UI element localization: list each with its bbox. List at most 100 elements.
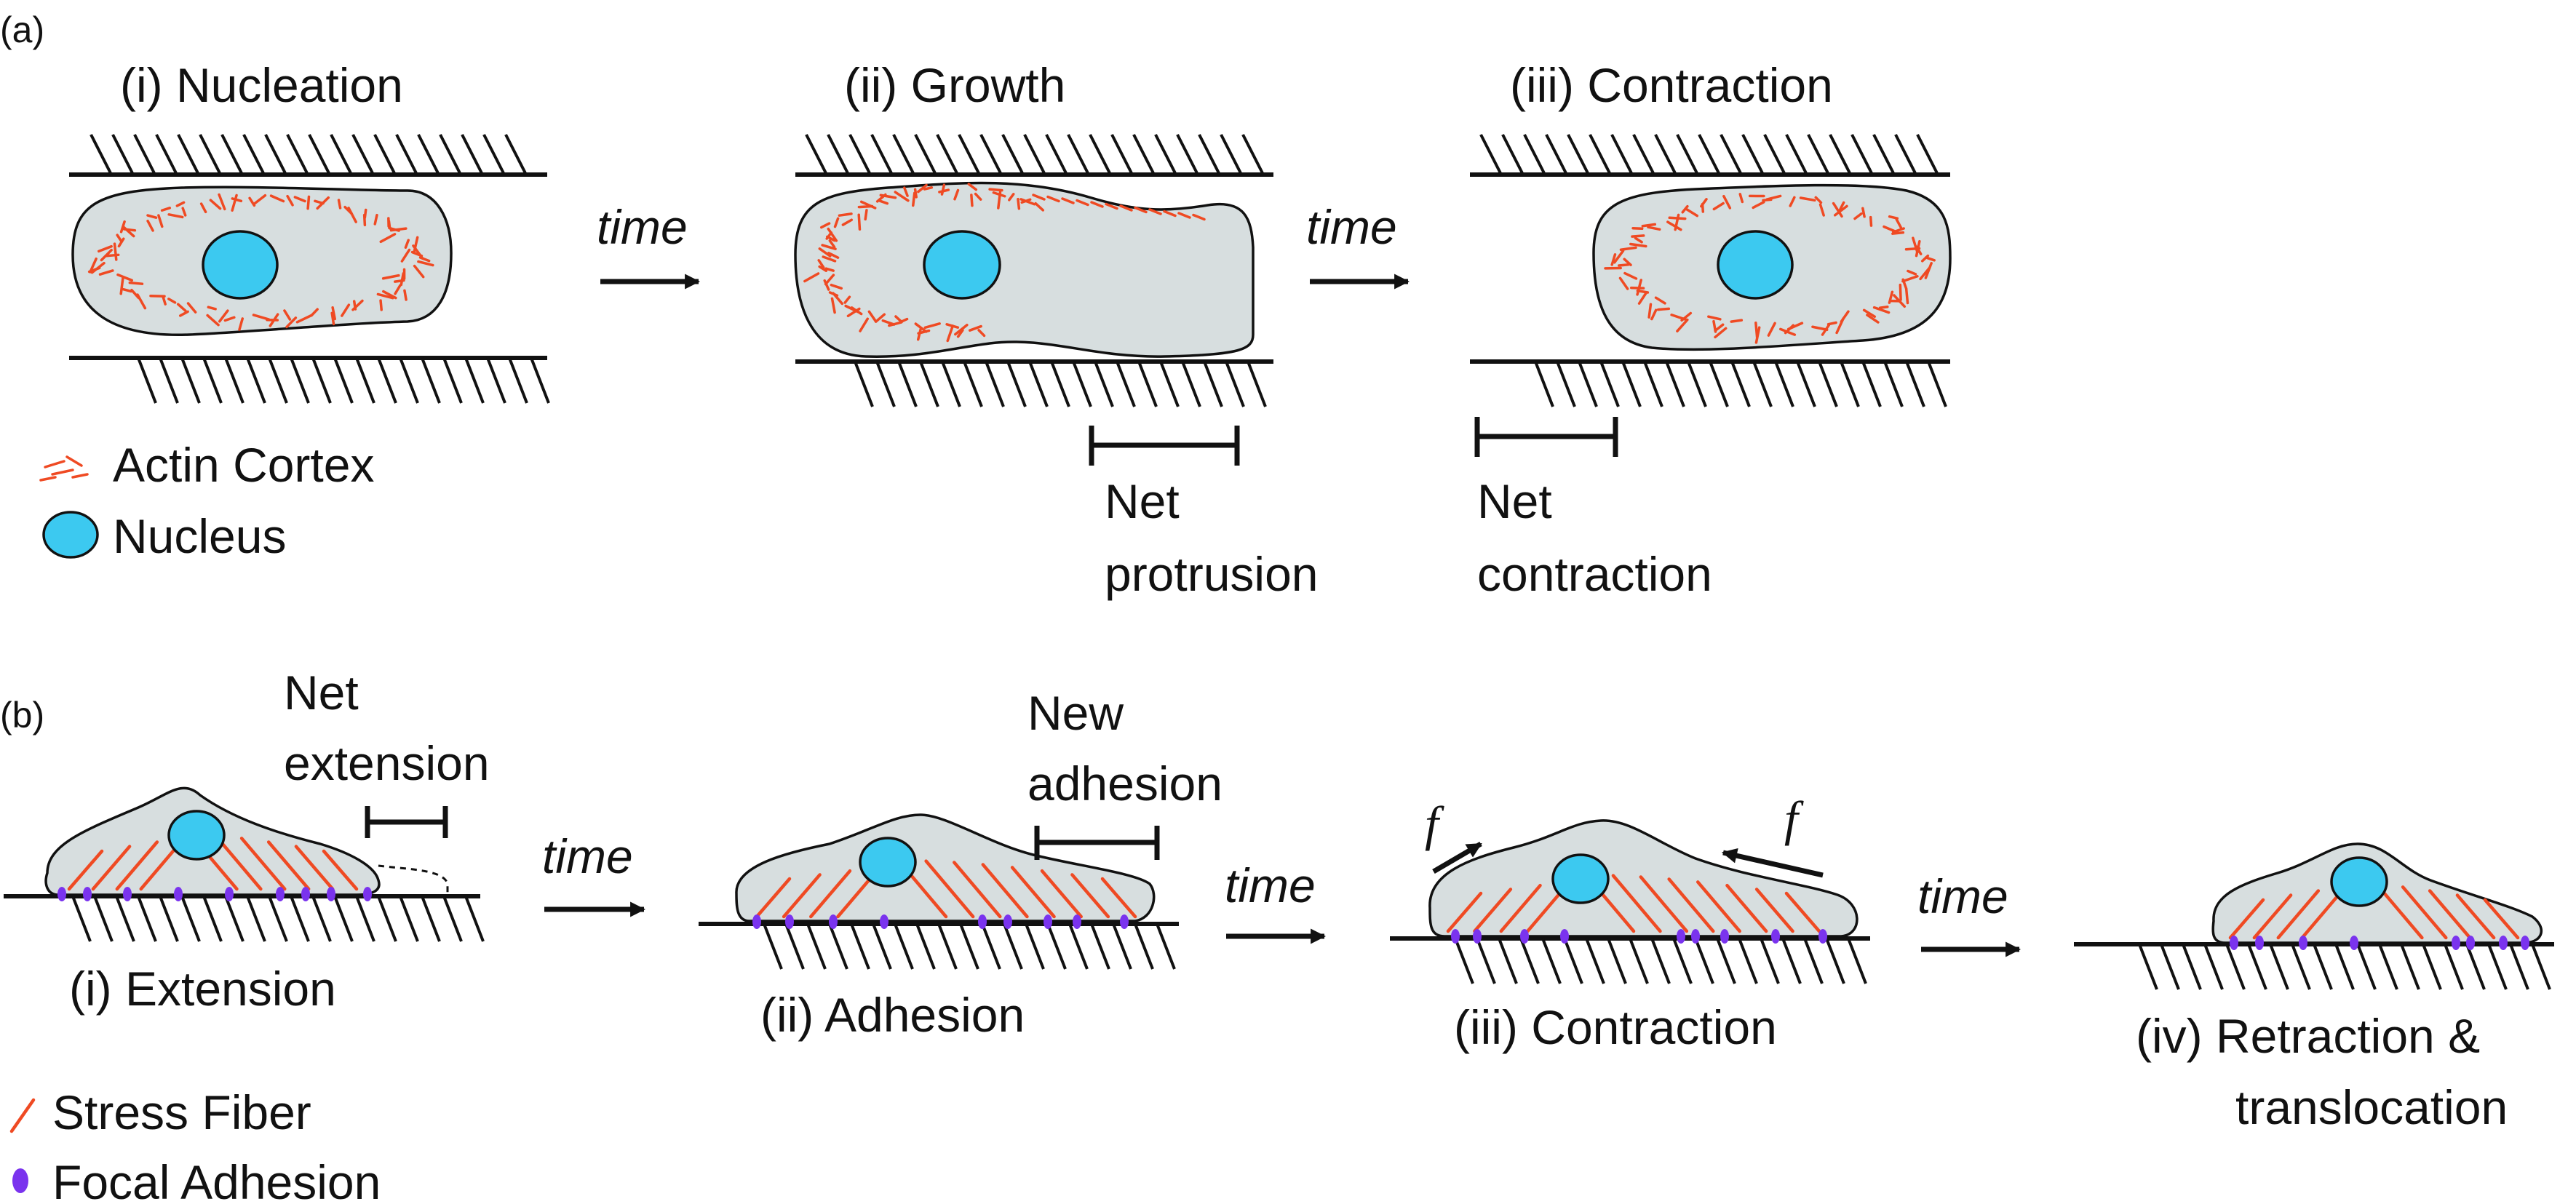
stress-fiber [1070, 873, 1110, 919]
hatch-mark [2531, 944, 2551, 990]
actin-filament [1637, 292, 1647, 305]
actin-filament [1779, 327, 1797, 336]
hatch-mark [1760, 938, 1780, 984]
hatch-mark [155, 134, 178, 175]
focal-adhesion [2299, 936, 2307, 950]
hatch-mark [1534, 361, 1554, 407]
actin-cortex-filaments [87, 183, 1936, 344]
actin-filament [1861, 207, 1866, 218]
hatch-mark [180, 357, 201, 404]
actin-filament [857, 204, 874, 209]
actin-filament [1148, 208, 1162, 215]
focal-adhesion [1560, 929, 1569, 944]
actin-filament [917, 183, 928, 194]
hatch-mark [1110, 134, 1134, 175]
actin-filament [940, 183, 946, 196]
hatch-mark [202, 896, 223, 942]
hatch-mark [377, 357, 397, 404]
hatch-mark [333, 896, 354, 942]
hatch-mark [1068, 923, 1089, 970]
hatch-mark [268, 896, 288, 942]
actin-filament [1853, 212, 1863, 220]
actin-filament [1904, 287, 1909, 305]
actin-filament [1888, 215, 1899, 220]
cell-adhesion [735, 813, 1156, 922]
stage-b4-title-1: (iv) Retraction & [2136, 1009, 2480, 1063]
actin-filament [1641, 223, 1657, 228]
hatch-mark [848, 134, 872, 175]
actin-filament [393, 279, 405, 283]
hatch-mark [1825, 938, 1845, 984]
actin-filament [1765, 194, 1782, 201]
actin-filament [146, 214, 158, 219]
hatch-mark [399, 357, 419, 404]
hatch-mark [2225, 944, 2246, 990]
hatch-mark [1025, 923, 1045, 970]
hatch-mark [763, 923, 783, 970]
stress-fiber [1040, 869, 1083, 919]
actin-filament [1666, 220, 1682, 231]
hatch-mark [2356, 944, 2377, 990]
stage-a1-title: (i) Nucleation [120, 58, 403, 112]
focal-adhesion [785, 914, 794, 929]
actin-filament [1613, 250, 1625, 264]
actin-filament [1105, 202, 1118, 210]
hatch-mark [806, 923, 827, 970]
hatch-mark [421, 357, 441, 404]
actin-filament [1623, 271, 1638, 280]
actin-filament [828, 291, 839, 297]
hatch-mark [1028, 361, 1049, 407]
legend-actin-label: Actin Cortex [113, 438, 374, 492]
actin-filament [1670, 313, 1688, 322]
net-extension-label-1: Net [284, 666, 359, 719]
hatch-mark [1045, 134, 1068, 175]
net-protrusion-label-1: Net [1105, 474, 1180, 528]
hatch-mark [2334, 944, 2355, 990]
hatch-mark [1796, 361, 1816, 407]
stress-fiber [1499, 883, 1542, 933]
actin-filament [130, 288, 140, 300]
actin-filament [1076, 199, 1089, 207]
hatch-mark [1665, 361, 1685, 407]
actin-filament [830, 297, 836, 314]
hatch-mark [1905, 361, 1925, 407]
actin-filament [1838, 201, 1845, 212]
actin-filament [841, 218, 854, 226]
hatch-mark [1567, 134, 1590, 175]
actin-filament [306, 195, 311, 210]
hatch-mark [2247, 944, 2267, 990]
hatch-mark [1116, 361, 1136, 407]
focal-adhesion [1473, 929, 1482, 944]
actin-filament [1192, 213, 1206, 221]
actin-filament [867, 310, 878, 323]
hatch-mark [486, 357, 506, 404]
actin-filament [119, 277, 124, 295]
actin-filament [381, 274, 400, 280]
actin-filament [400, 248, 411, 263]
actin-filament [820, 222, 831, 229]
hatch-mark [311, 357, 332, 404]
actin-filament [977, 329, 986, 338]
actin-filament [1833, 204, 1848, 217]
hatch-mark [1545, 134, 1568, 175]
stress-fiber [91, 845, 132, 891]
legend-nucleus-label: Nucleus [113, 509, 286, 563]
focal-adhesion [1043, 914, 1052, 929]
nucleus-a1 [202, 230, 279, 300]
hatch-mark [286, 134, 309, 175]
actin-filament [946, 324, 955, 343]
stress-fiber [2455, 893, 2496, 940]
focal-adhesion [1691, 929, 1700, 944]
actin-filament [1681, 204, 1689, 214]
hatch-mark [914, 134, 937, 175]
actin-filament [1700, 198, 1708, 208]
actin-filament [1629, 286, 1645, 290]
actin-filament [1647, 226, 1661, 231]
hatch-mark [439, 134, 462, 175]
hatch-mark [246, 357, 266, 404]
hatch-mark [1730, 361, 1751, 407]
nucleus-b1 [167, 810, 226, 861]
actin-filament [1869, 215, 1873, 227]
hatch-mark [1203, 361, 1223, 407]
hatch-mark [875, 361, 896, 407]
